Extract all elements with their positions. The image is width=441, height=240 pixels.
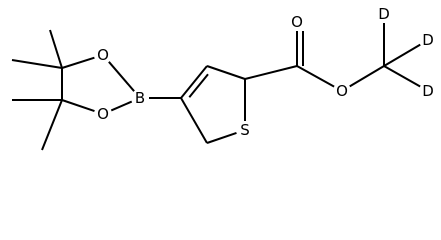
atom-label-boron: B: [135, 89, 145, 107]
bond-c5-c4: [180, 97, 208, 144]
bond-c_methyl-d3: [383, 65, 421, 88]
bond-c_left_top-o_boron_top: [61, 56, 95, 69]
atom-labels-layer: O O B S O O D D D: [95, 5, 436, 139]
bond-o_boron_top-boron: [108, 61, 135, 92]
atom-o_ester-background: [334, 83, 350, 99]
atom-sulfur-background: [237, 122, 253, 138]
bond-c2-c_carbonyl: [244, 65, 298, 80]
atom-boron-background: [132, 90, 148, 106]
bond-c3-c2: [206, 65, 246, 80]
molecule-diagram: O O B S O O D D D: [11, 5, 436, 151]
atom-o_boron_top-background: [95, 47, 111, 63]
atom-o_boron_bot-background: [95, 106, 111, 122]
bond-me2-c_left_top: [49, 29, 63, 69]
bond-c_carbonyl-o_ester: [296, 65, 335, 88]
bond-c4-c3-second-line: [188, 73, 209, 98]
atom-label-o_carbonyl: O: [291, 13, 303, 31]
bonds-layer: [11, 23, 421, 151]
bond-sulfur-c5: [206, 131, 237, 144]
atom-o_carbonyl-background: [289, 14, 305, 30]
atom-label-o_boron_bot: O: [97, 105, 109, 123]
atom-d3-background: [420, 83, 436, 99]
bond-o_ester-c_methyl: [349, 65, 385, 88]
atom-label-sulfur: S: [240, 121, 250, 139]
atom-label-d2: D: [422, 31, 434, 49]
bond-o_boron_bot-boron: [110, 100, 133, 112]
bond-me4-c_left_bot: [41, 99, 63, 151]
bond-me1-c_left_top: [11, 59, 63, 69]
atom-label-o_ester: O: [336, 82, 348, 100]
bond-c_methyl-d2: [383, 43, 421, 67]
atom-label-o_boron_top: O: [97, 46, 109, 64]
atom-label-d3: D: [422, 82, 434, 100]
atom-label-d1: D: [378, 5, 390, 23]
bond-c4-c3: [180, 65, 208, 99]
bond-c_left_bot-o_boron_bot: [61, 99, 95, 113]
atom-d1-background: [376, 6, 392, 22]
atom-d2-background: [420, 32, 436, 48]
